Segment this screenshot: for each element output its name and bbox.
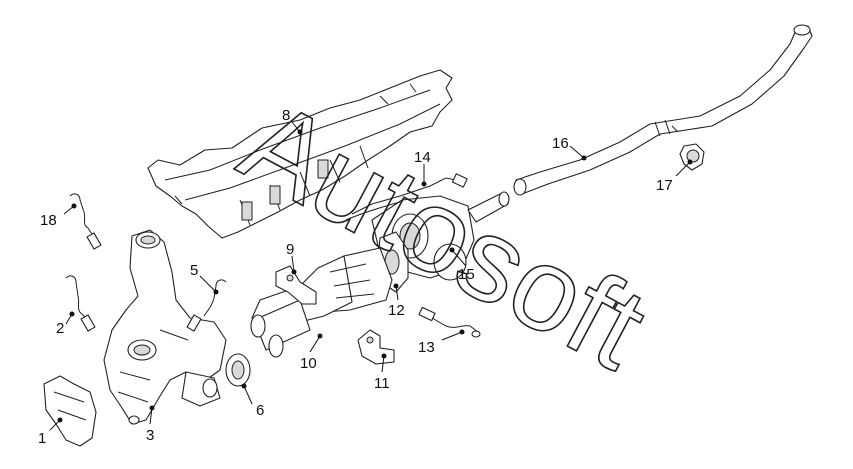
callout-11: 11 [374, 375, 390, 392]
callout-10: 10 [300, 355, 317, 372]
tail-pipe-part [513, 24, 813, 196]
callout-12: 12 [388, 302, 405, 319]
leader-lines [49, 121, 693, 431]
oxygen-sensor-13-part [418, 306, 481, 338]
rear-sensor-14-part [345, 173, 468, 221]
oxygen-sensor-2-part [65, 275, 96, 332]
callout-14: 14 [414, 149, 431, 166]
callout-8: 8 [282, 107, 290, 124]
lower-heat-shield-part [43, 375, 97, 447]
oxygen-sensor-18-part [69, 193, 102, 250]
callout-3: 3 [146, 427, 154, 444]
exhaust-manifold-part [103, 229, 227, 425]
callout-15: 15 [458, 266, 475, 283]
callout-9: 9 [286, 241, 294, 258]
bracket-11-part [357, 329, 395, 365]
callout-labels: 1 2 3 5 6 8 9 10 11 12 13 14 15 16 17 18 [38, 107, 673, 447]
callout-13: 13 [418, 339, 435, 356]
callout-18: 18 [40, 212, 57, 229]
callout-5: 5 [190, 262, 198, 279]
callout-2: 2 [56, 320, 64, 337]
callout-16: 16 [552, 135, 569, 152]
rubber-mount-part [679, 143, 705, 171]
callout-6: 6 [256, 402, 264, 419]
flange-gasket-part [225, 353, 251, 387]
heat-shield-part [147, 69, 453, 239]
callout-1: 1 [38, 430, 46, 447]
callout-17: 17 [656, 177, 673, 194]
